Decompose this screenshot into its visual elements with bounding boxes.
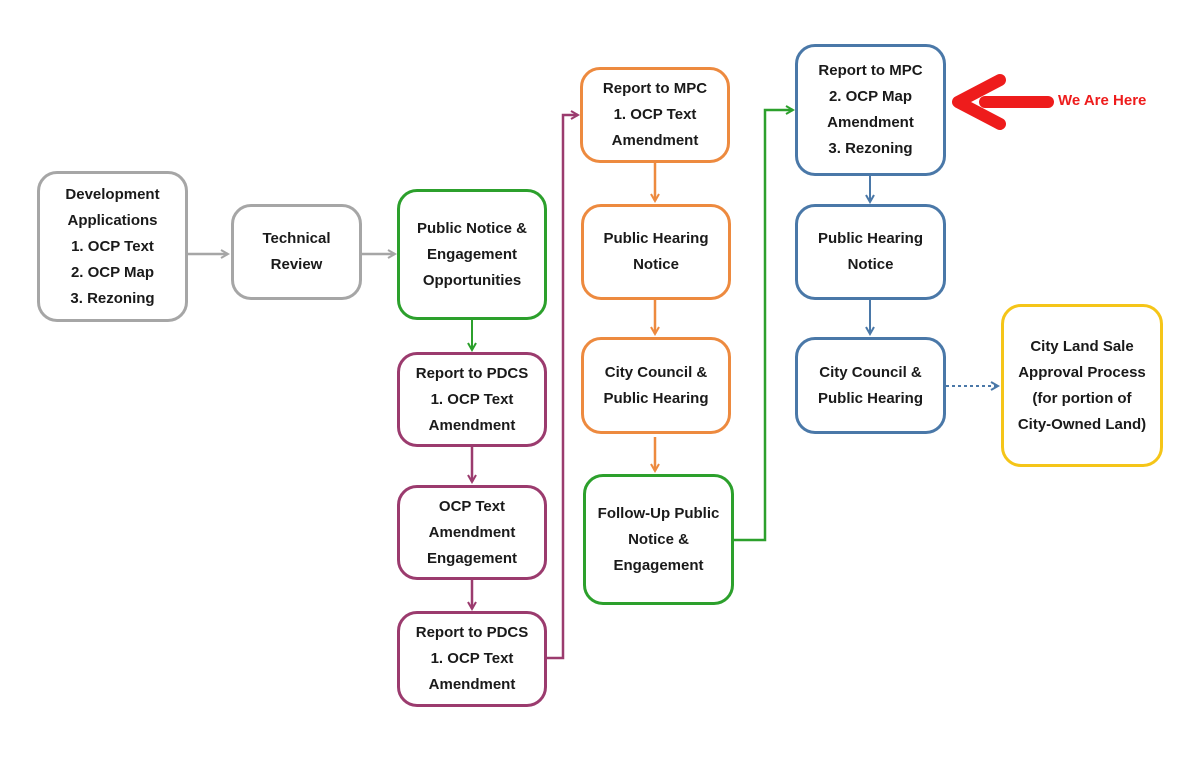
- node-ocp-text-engagement: OCP Text Amendment Engagement: [397, 485, 547, 580]
- node-text: Engagement: [613, 556, 704, 574]
- node-development-applications: Development Applications 1. OCP Text 2. …: [37, 171, 188, 322]
- node-text: Amendment: [428, 676, 516, 693]
- node-public-hearing-notice-2: Public Hearing Notice: [795, 204, 946, 300]
- node-text: Public Hearing: [817, 389, 924, 407]
- node-follow-up-public-notice: Follow-Up Public Notice & Engagement: [583, 474, 734, 605]
- node-technical-review: Technical Review: [231, 204, 362, 300]
- node-text: 3. Rezoning: [70, 289, 155, 307]
- we-are-here-label: We Are Here: [1058, 92, 1147, 109]
- node-text: Technical: [262, 230, 331, 247]
- node-text: 2. OCP Map: [828, 88, 913, 105]
- node-report-pdcs-2: Report to PDCS 1. OCP Text Amendment: [397, 611, 547, 707]
- node-text: Notice: [633, 256, 679, 273]
- node-text: Report to MPC: [818, 62, 923, 79]
- node-text: Notice &: [628, 530, 689, 548]
- node-council-hearing-2: City Council & Public Hearing: [795, 337, 946, 434]
- node-text: 2. OCP Map: [70, 263, 155, 281]
- node-text: City-Owned Land): [1017, 415, 1147, 433]
- node-text: Report to PDCS: [415, 624, 529, 641]
- node-text: Review: [270, 256, 323, 273]
- node-text: Follow-Up Public: [597, 504, 720, 522]
- node-text: Development: [65, 185, 160, 203]
- node-text: City Council &: [819, 363, 922, 381]
- node-text: Amendment: [428, 416, 516, 434]
- node-text: 1. OCP Text: [430, 650, 514, 667]
- node-report-mpc-1: Report to MPC 1. OCP Text Amendment: [580, 67, 730, 163]
- node-public-notice-engagement: Public Notice & Engagement Opportunities: [397, 189, 547, 320]
- node-text: Opportunities: [422, 271, 522, 289]
- node-text: Amendment: [428, 523, 516, 541]
- node-text: Engagement: [426, 245, 517, 263]
- we-are-here-arrow-icon: [952, 74, 1054, 130]
- node-text: City Land Sale: [1030, 337, 1134, 355]
- node-text: 1. OCP Text: [430, 390, 514, 408]
- node-text: Public Hearing: [603, 389, 709, 407]
- node-public-hearing-notice-1: Public Hearing Notice: [581, 204, 731, 300]
- node-city-land-sale: City Land Sale Approval Process (for por…: [1001, 304, 1163, 467]
- node-text: Report to MPC: [602, 80, 708, 97]
- arrow-pdcs2-to-mpc1: [547, 115, 578, 660]
- node-text: Engagement: [426, 549, 517, 567]
- node-text: Report to PDCS: [415, 364, 529, 382]
- node-text: Notice: [847, 256, 894, 273]
- node-text: Public Hearing: [817, 230, 924, 247]
- node-report-pdcs-1: Report to PDCS 1. OCP Text Amendment: [397, 352, 547, 447]
- node-text: 1. OCP Text: [613, 106, 697, 123]
- node-text: OCP Text: [438, 497, 506, 515]
- node-text: Amendment: [827, 114, 914, 131]
- node-text: (for portion of: [1032, 389, 1132, 407]
- node-report-mpc-2: Report to MPC 2. OCP Map Amendment 3. Re…: [795, 44, 946, 176]
- node-text: Public Hearing: [603, 230, 709, 247]
- node-council-hearing-1: City Council & Public Hearing: [581, 337, 731, 434]
- node-text: 3. Rezoning: [828, 140, 913, 157]
- node-text: Amendment: [611, 132, 699, 149]
- node-text: 1. OCP Text: [71, 237, 154, 255]
- node-text: City Council &: [604, 363, 708, 381]
- arrow-followup-to-mpc2: [734, 110, 793, 542]
- node-text: Approval Process: [1018, 363, 1146, 381]
- node-text: Applications: [67, 211, 158, 229]
- node-text: Public Notice &: [416, 219, 528, 237]
